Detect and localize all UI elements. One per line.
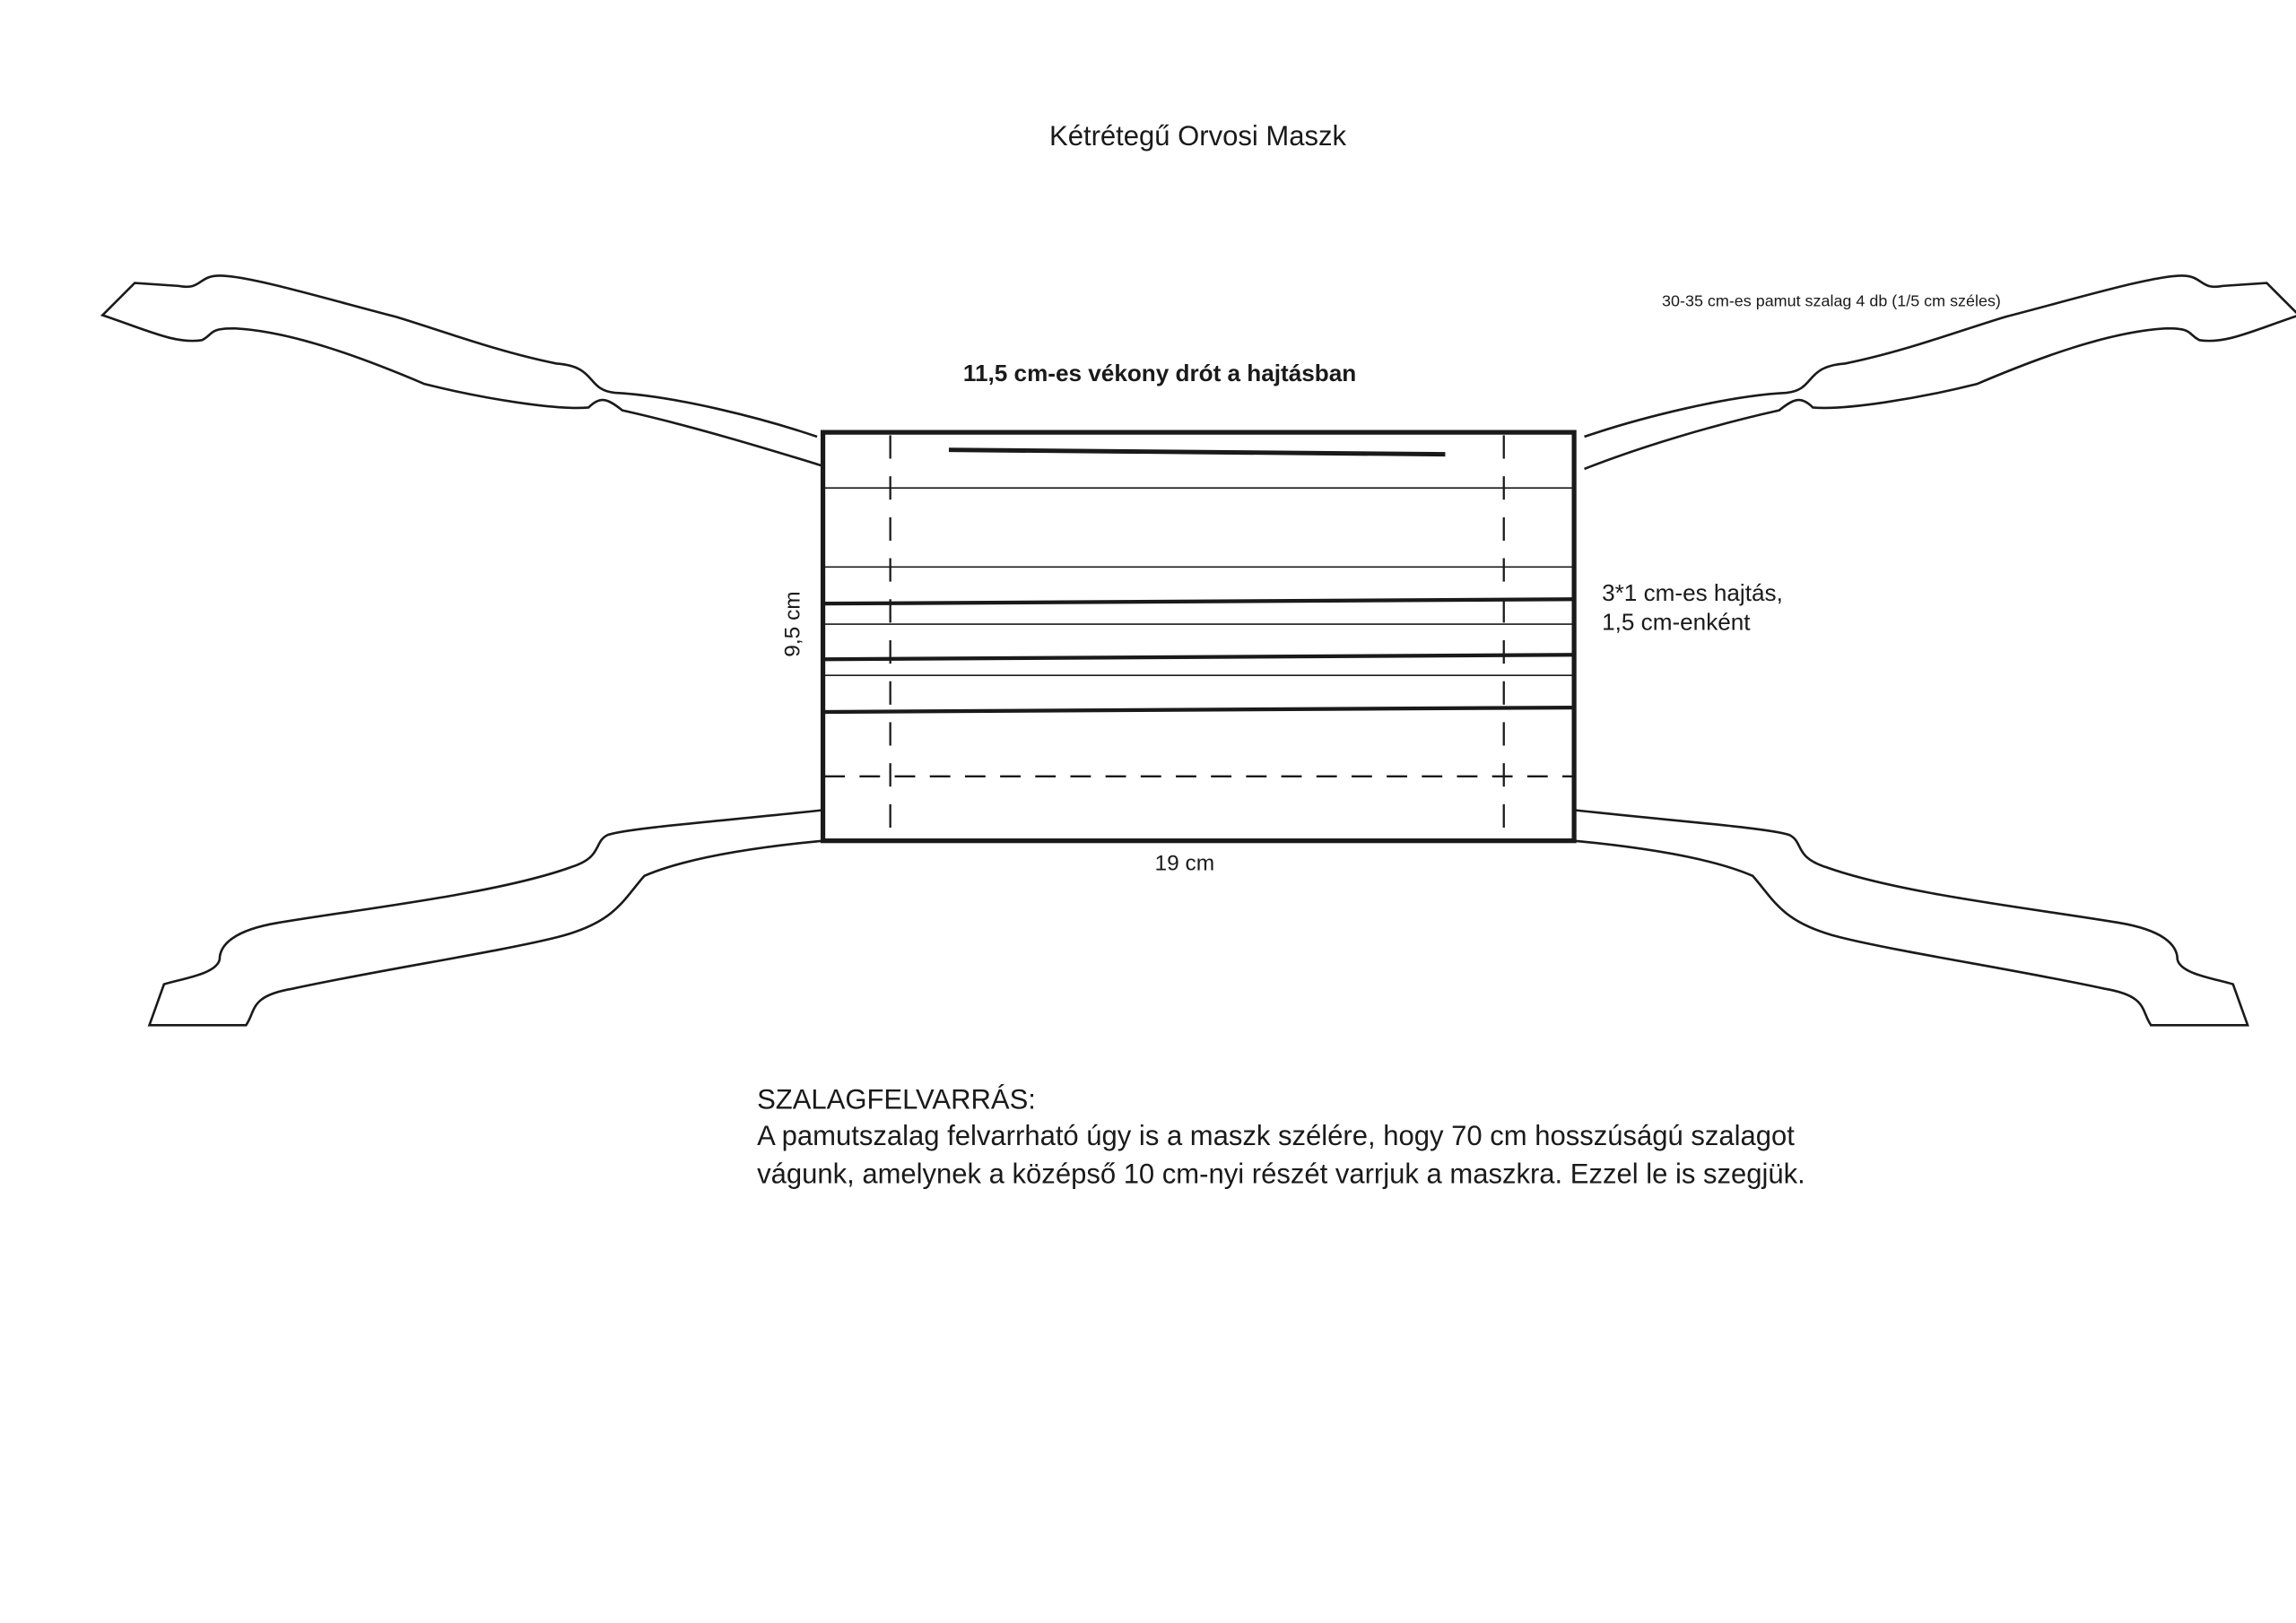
pleat-line: [824, 705, 1573, 715]
ribbon-note: 30-35 cm-es pamut szalag 4 db (1/5 cm sz…: [1662, 292, 2001, 310]
width-label: 19 cm: [1154, 851, 1214, 875]
pleat-line: [824, 653, 1573, 662]
ribbon-top-left: [100, 274, 823, 467]
instructions-line-1: A pamutszalag felvarrható úgy is a maszk…: [757, 1120, 1795, 1151]
wire-note: 11,5 cm-es vékony drót a hajtásban: [963, 360, 1356, 386]
instructions-line-2: vágunk, amelynek a középső 10 cm-nyi rés…: [757, 1159, 1805, 1190]
ribbon-bottom-left: [147, 809, 823, 1027]
pleat-note-line-2: 1,5 cm-enként: [1602, 609, 1751, 636]
pleat-note-line-1: 3*1 cm-es hajtás,: [1602, 579, 1783, 606]
diagram-title: Kétrétegű Orvosi Maszk: [1049, 120, 1346, 152]
nose-wire: [948, 447, 1446, 457]
mask-body: [820, 430, 1577, 844]
mask-outline: [820, 430, 1577, 844]
ribbon-top-right: [1584, 274, 2296, 471]
pleat-line: [824, 597, 1573, 606]
height-label: 9,5 cm: [780, 591, 804, 656]
ribbon-bottom-right: [1573, 809, 2249, 1027]
instructions-heading: SZALAGFELVARRÁS:: [757, 1083, 1036, 1115]
